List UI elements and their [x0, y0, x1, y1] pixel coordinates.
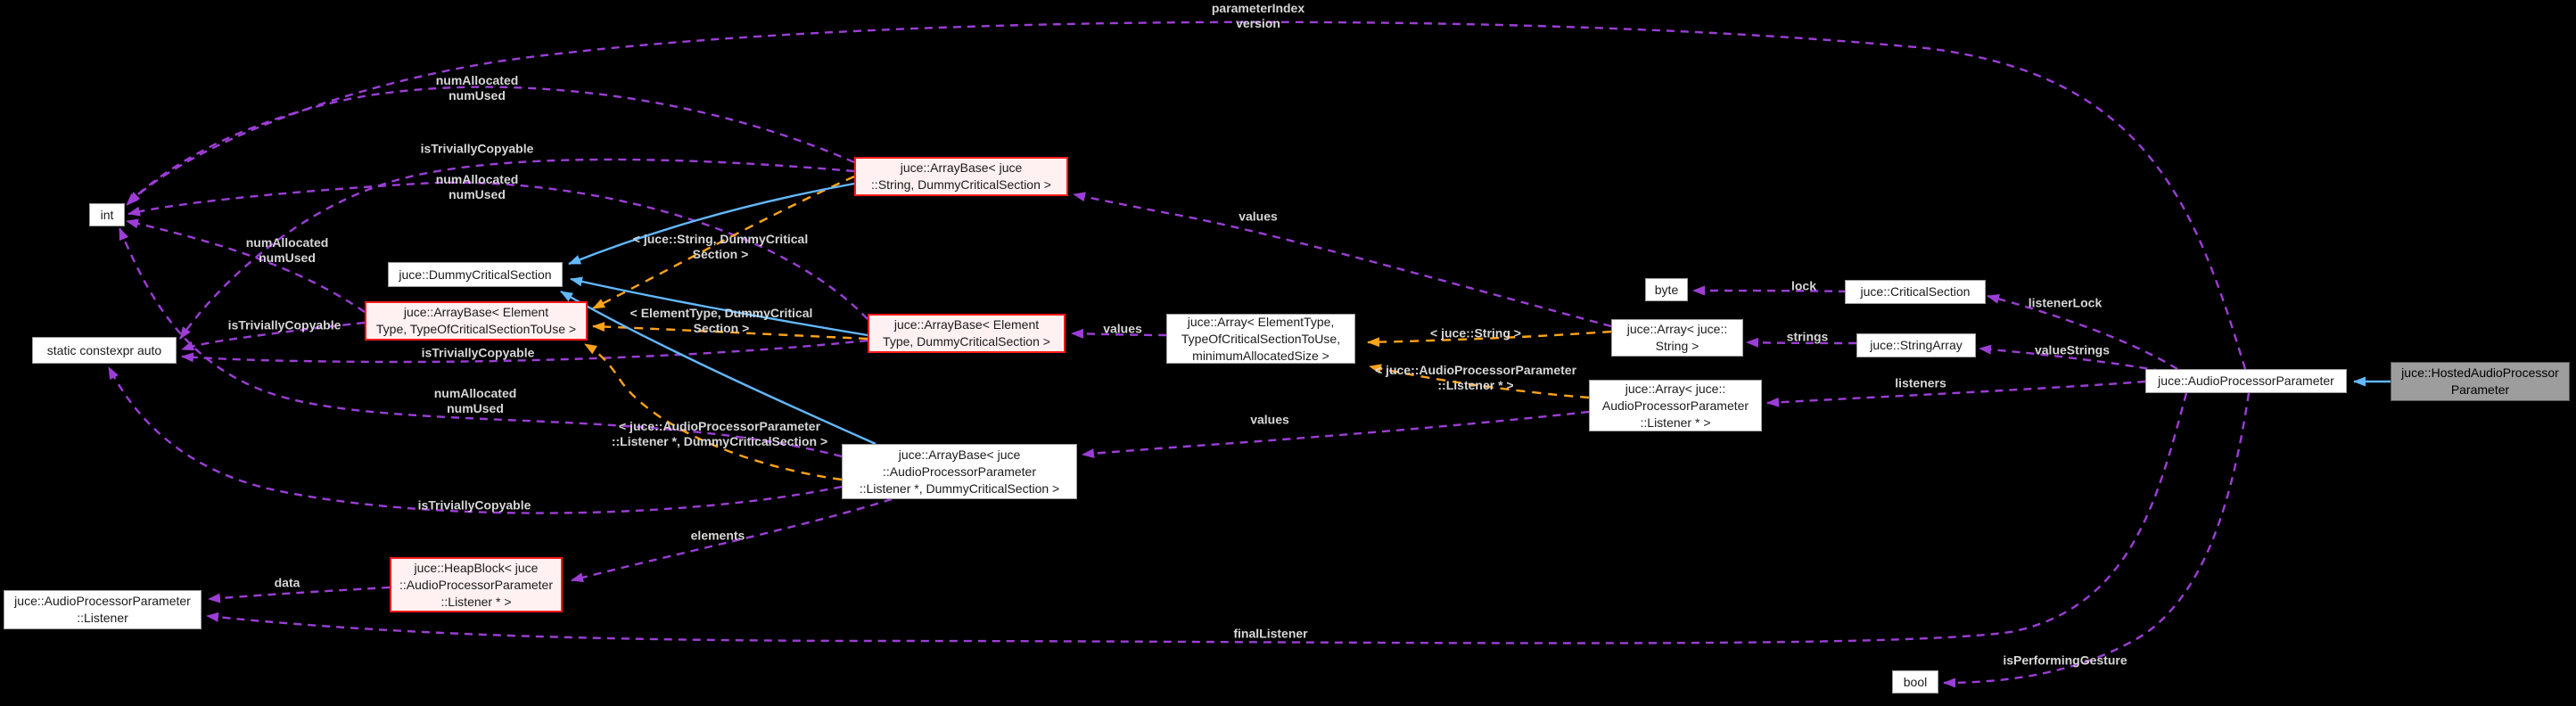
edge-label-istriviallycopyable-1: isTriviallyCopyable [420, 141, 534, 156]
edge-values-string [1073, 192, 1612, 328]
edge-data [208, 586, 391, 603]
edge-label-istriviallycopyable-3: isTriviallyCopyable [421, 345, 535, 360]
node-arraybase-elementtype[interactable]: juce::ArrayBase< Element Type, DummyCrit… [868, 314, 1066, 353]
edge-values-elem [1071, 328, 1167, 339]
edge-istriviallycopyable-elem [181, 339, 868, 364]
edge-label-template-args-array-string: < juce::String > [1430, 325, 1521, 341]
edge-inherit-listener-dummy [560, 290, 876, 446]
node-criticalsection[interactable]: juce::CriticalSection [1845, 280, 1986, 304]
edge-label-istriviallycopyable-4: isTriviallyCopyable [417, 497, 531, 513]
node-arraybase-template[interactable]: juce::ArrayBase< Element Type, TypeOfCri… [365, 301, 588, 341]
node-hostedaudioprocessorparameter: juce::HostedAudioProcessor Parameter [2391, 362, 2570, 401]
edge-template-array-listener [1369, 364, 1590, 399]
edge-label-lock: lock [1790, 278, 1817, 293]
edge-parameterindex-version [128, 21, 2247, 370]
edge-istriviallycopyable-template [181, 321, 366, 351]
edge-istriviallycopyable-string [179, 158, 855, 340]
node-dummycriticalsection[interactable]: juce::DummyCriticalSection [388, 262, 563, 287]
edge-label-template-args-listener: < juce::AudioProcessorParameter ::Listen… [611, 419, 828, 448]
edge-template-array-string [1367, 330, 1612, 348]
edge-label-elements: elements [690, 528, 745, 543]
node-arraybase-listener[interactable]: juce::ArrayBase< juce ::AudioProcessorPa… [842, 444, 1077, 499]
edge-isperforminggesture [1943, 392, 2251, 688]
edge-numallocated-template [126, 218, 366, 313]
edge-values-listener [1082, 410, 1590, 459]
node-arraybase-string[interactable]: juce::ArrayBase< juce ::String, DummyCri… [854, 157, 1068, 196]
node-array-listener[interactable]: juce::Array< juce:: AudioProcessorParame… [1589, 380, 1762, 431]
edge-label-strings: strings [1786, 329, 1829, 344]
edge-label-values-2: values [1103, 321, 1142, 336]
node-bool[interactable]: bool [1892, 670, 1938, 694]
edge-finallistener [206, 392, 2188, 644]
edge-template-listener [584, 342, 843, 481]
edge-numallocated-listener [118, 227, 843, 458]
node-stringarray[interactable]: juce::StringArray [1856, 333, 1976, 357]
edge-template-string [592, 175, 855, 310]
edge-valuestrings [1979, 344, 2162, 373]
edge-inherit-elem-dummy [570, 276, 868, 337]
node-heapblock-listener[interactable]: juce::HeapBlock< juce ::AudioProcessorPa… [390, 557, 563, 612]
edge-label-listenerlock: listenerLock [2028, 295, 2103, 310]
node-static-constexpr-auto[interactable]: static constexpr auto [32, 337, 177, 364]
edge-template-elem [592, 322, 868, 341]
edge-listeners [1766, 380, 2146, 407]
edge-label-numallocated-3: numAllocated numUsed [245, 235, 329, 265]
edge-label-parameterindex-version: parameterIndex version [1211, 1, 1305, 30]
edge-label-valuestrings: valueStrings [2034, 342, 2111, 357]
edge-label-numallocated-1: numAllocated numUsed [435, 73, 519, 103]
node-array-template[interactable]: juce::Array< ElementType, TypeOfCritical… [1166, 314, 1355, 364]
edge-inherit-string-dummy [568, 182, 855, 266]
edge-label-template-args-array-listener: < juce::AudioProcessorParameter ::Listen… [1374, 363, 1577, 392]
edge-label-finallistener: finalListener [1233, 626, 1308, 641]
edge-label-data: data [274, 575, 300, 590]
node-audioprocessorparameter[interactable]: juce::AudioProcessorParameter [2145, 369, 2347, 393]
edge-label-isperforminggesture: isPerformingGesture [2003, 653, 2127, 668]
node-byte[interactable]: byte [1645, 278, 1688, 301]
node-audioprocessorparameter-listener[interactable]: juce::AudioProcessorParameter ::Listener [4, 590, 202, 629]
edge-label-values-1: values [1239, 209, 1278, 224]
edge-label-template-args-string: < juce::String, DummyCritical Section > [632, 232, 809, 261]
edge-label-numallocated-4: numAllocated numUsed [433, 386, 517, 415]
node-array-string[interactable]: juce::Array< juce:: String > [1611, 319, 1743, 357]
node-int[interactable]: int [89, 203, 125, 226]
edge-label-template-args-elementtype: < ElementType, DummyCritical Section > [630, 306, 813, 335]
edge-istriviallycopyable-listener [107, 366, 843, 514]
edge-label-istriviallycopyable-2: isTriviallyCopyable [227, 317, 342, 332]
edge-numallocated-elem [128, 181, 868, 320]
edge-numallocated-string [126, 86, 855, 206]
edge-label-values-3: values [1250, 412, 1289, 427]
edge-listenerlock [1987, 293, 2178, 371]
edge-label-listeners: listeners [1895, 375, 1946, 390]
edge-label-numallocated-2: numAllocated numUsed [435, 172, 519, 201]
